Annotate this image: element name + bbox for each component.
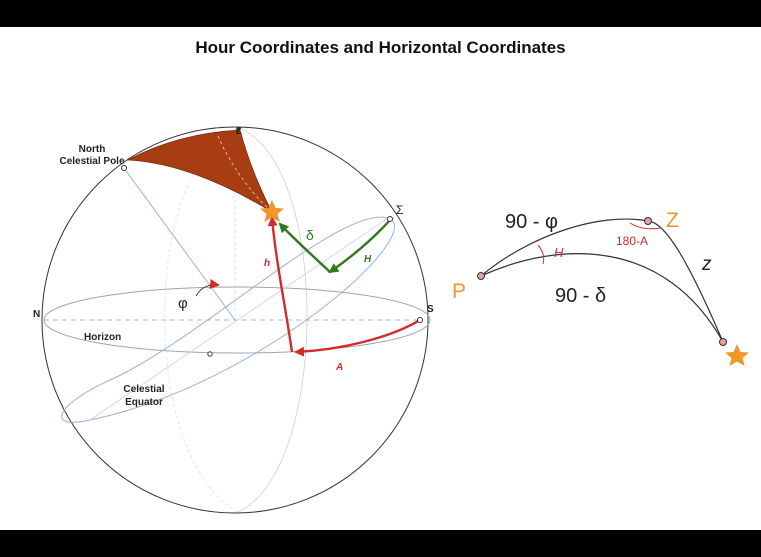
side-zstar-label: z: [701, 254, 712, 275]
pole-axis: [123, 167, 236, 321]
azimuth-arrow: [294, 318, 421, 357]
pole-vertex-label: P: [452, 280, 466, 303]
equator-axis: [89, 217, 389, 421]
side-pstar: [480, 253, 724, 343]
side-pstar-label: 90 - δ: [555, 285, 606, 307]
zenith-vertex-label: Z: [666, 209, 679, 232]
declination-arrow: [278, 222, 331, 273]
celestial-equator: [61, 216, 395, 423]
pole-vertex: [477, 272, 485, 280]
sphere-outline: [41, 126, 429, 514]
spherical-triangle: P Z 90 - φ 90 - δ z H 180-A: [452, 209, 749, 366]
meridian-curve-back: [164, 127, 239, 513]
hour-arrow: [328, 219, 391, 274]
latitude-label: φ: [178, 295, 188, 312]
pole-label-line2: Celestial Pole: [59, 156, 124, 167]
zenith-vertex: [644, 217, 652, 225]
triangle-cap: [126, 129, 274, 214]
south-label: S: [427, 304, 434, 315]
latitude-arc: [195, 279, 220, 297]
star-icon: [260, 200, 284, 222]
angle-z-arc: [629, 222, 661, 230]
pole-point: [121, 165, 127, 171]
hour-angle-label: H: [364, 254, 372, 265]
letterbox-top: [0, 0, 761, 27]
celestial-sphere: North Celestial Pole Z N S Horizon Celes…: [33, 126, 434, 514]
equator-label-line2: Equator: [125, 397, 163, 408]
center-point: [207, 351, 213, 357]
star-icon: [725, 344, 749, 366]
angle-p-label: H: [554, 245, 564, 260]
equator-label-line1: Celestial: [123, 384, 164, 395]
side-zstar: [647, 220, 724, 343]
slide-title: Hour Coordinates and Horizontal Coordina…: [195, 38, 566, 57]
horizon-label: Horizon: [84, 332, 121, 343]
altitude-arrow: [267, 216, 294, 353]
azimuth-label: A: [335, 362, 343, 373]
angle-z-label: 180-A: [616, 234, 648, 248]
side-pz-label: 90 - φ: [505, 211, 558, 233]
letterbox-bottom: [0, 530, 761, 557]
delta-label: δ: [306, 227, 314, 243]
cap-inner-arc: [217, 135, 269, 209]
zenith-label: Z: [236, 126, 242, 136]
north-label: N: [33, 309, 40, 320]
altitude-label: h: [264, 258, 270, 269]
sigma-point: [387, 216, 393, 222]
sigma-label: Σ: [396, 203, 403, 217]
meridian-curve: [237, 127, 308, 513]
zenith-point: [236, 128, 240, 132]
south-point: [417, 317, 423, 323]
side-pz: [480, 218, 649, 277]
star-vertex: [719, 338, 727, 346]
pole-label-line1: North: [79, 144, 106, 155]
angle-p-arc: [537, 244, 545, 265]
